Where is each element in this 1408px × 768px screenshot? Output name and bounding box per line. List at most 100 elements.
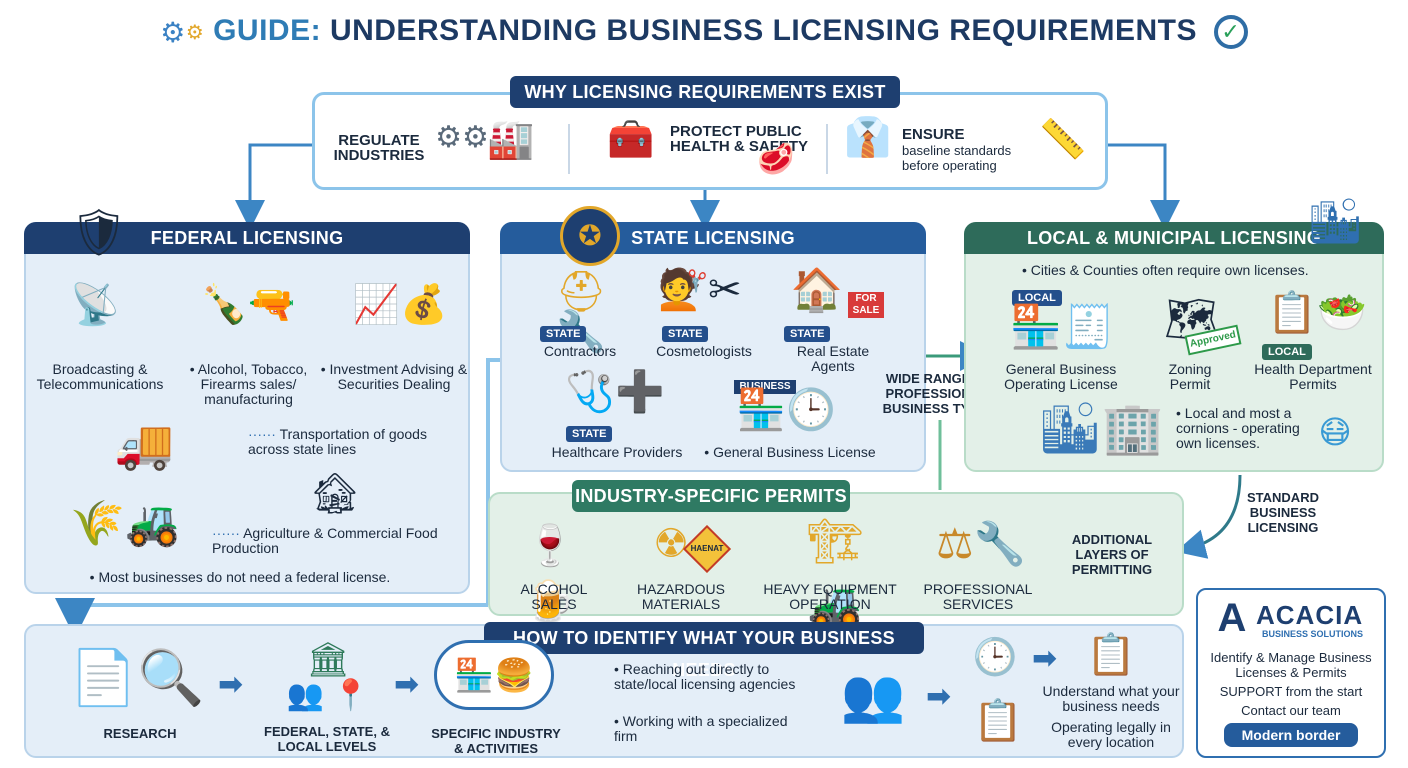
antenna-dish-icon: 📡 bbox=[70, 283, 120, 327]
arrow-right-icon: ➡ bbox=[926, 680, 952, 713]
crops-tractor-icon: 🌾🚜 bbox=[70, 499, 180, 548]
research-magnifier-icon: 📄🔍 bbox=[69, 648, 205, 708]
gear-icon: ⚙ bbox=[160, 16, 186, 48]
hazard-barrel-icon: ☢ bbox=[653, 522, 689, 566]
page-title: ⚙⚙ GUIDE: UNDERSTANDING BUSINESS LICENSI… bbox=[0, 14, 1408, 50]
businessman-icon: 👔 bbox=[844, 117, 892, 159]
cosmetologist-icon: 💇✂ bbox=[658, 268, 742, 312]
state-item-general-business: General Business License bbox=[700, 445, 880, 460]
brand-line-manage: Identify & Manage Business Licenses & Pe… bbox=[1210, 650, 1372, 680]
industry-item-professional: PROFESSIONAL SERVICES bbox=[923, 581, 1033, 612]
wine-beer-icon: 🍷🍺 bbox=[525, 524, 575, 624]
barn-icon: 🏚 bbox=[309, 472, 361, 516]
federal-item-atf: Alcohol, Tobacco, Firearms sales/ manufa… bbox=[176, 362, 321, 407]
identify-bullet-firm: Working with a specialized firm bbox=[614, 714, 804, 744]
city-skyline-icon: 🏙🏢 bbox=[1038, 400, 1164, 456]
local-heading: LOCAL & MUNICIPAL LICENSING bbox=[964, 222, 1384, 254]
federal-note: Most businesses do not need a federal li… bbox=[40, 570, 440, 585]
crane-bulldozer-icon: 🏗🚜 bbox=[807, 517, 863, 630]
identify-bullet-agencies: Reaching out directly to state/local lic… bbox=[614, 662, 804, 692]
brand-line-support: SUPPORT from the start bbox=[1219, 684, 1363, 699]
face-mask-icon: 😷 bbox=[1318, 414, 1352, 450]
federal-item-broadcasting: Broadcasting & Telecommunications bbox=[36, 361, 164, 392]
clock-icon: 🕒 bbox=[972, 636, 1018, 677]
step-levels: FEDERAL, STATE, & LOCAL LEVELS bbox=[264, 724, 390, 754]
identify-heading: HOW TO IDENTIFY WHAT YOUR BUSINESS NEEDS bbox=[484, 622, 924, 680]
growth-chart-icon: 📈💰 bbox=[352, 284, 448, 326]
brand-line-contact: Contact our team bbox=[1241, 703, 1341, 718]
local-badge: LOCAL bbox=[1262, 344, 1312, 360]
why-heading: WHY LICENSING REQUIREMENTS EXIST bbox=[510, 76, 900, 108]
federal-item-agriculture: ······ Agriculture & Commercial Food Pro… bbox=[212, 525, 438, 556]
state-badge: STATE bbox=[662, 326, 709, 342]
federal-item-transportation: ······ Transportation of goods across st… bbox=[248, 426, 427, 457]
federal-panel bbox=[24, 222, 470, 594]
outcome-understand: Understand what your business needs bbox=[1042, 683, 1180, 714]
local-note: Local and most a cornions - operating ow… bbox=[1176, 406, 1306, 451]
first-aid-kit-icon: 🧰 bbox=[607, 119, 655, 161]
local-intro: Cities & Counties often require own lice… bbox=[1022, 263, 1352, 278]
state-item-real-estate: Real Estate Agents bbox=[796, 343, 870, 374]
house-icon: 🏠 bbox=[790, 266, 844, 313]
team-icon: 👥 bbox=[840, 667, 906, 725]
local-item-health: Health Department Permits bbox=[1254, 361, 1372, 392]
industry-item-heavy-equipment: HEAVY EQUIPMENT OPERATION bbox=[763, 581, 897, 612]
levels-cycle-icon: 🏛 bbox=[306, 641, 350, 679]
shop-register-icon: 🏪🧾 bbox=[1009, 303, 1115, 350]
state-badge: STATE bbox=[566, 426, 613, 442]
arrow-right-icon: ➡ bbox=[1032, 642, 1058, 675]
levels-cycle-icon-2: 👥 📍 bbox=[286, 679, 370, 712]
industry-panel bbox=[488, 492, 1184, 616]
industry-heading: INDUSTRY-SPECIFIC PERMITS bbox=[572, 480, 850, 512]
industry-item-hazardous: HAZARDOUS MATERIALS bbox=[637, 581, 725, 612]
business-sign: BUSINESS bbox=[734, 380, 796, 394]
tape-measure-icon: 📏 bbox=[1039, 119, 1087, 161]
factory-icon: 🏭 bbox=[487, 119, 535, 161]
checklist-icon: 📋 bbox=[1086, 633, 1136, 677]
arrow-right-icon: ➡ bbox=[218, 668, 244, 701]
us-flag-shield-icon: 🛡 bbox=[69, 206, 129, 258]
brand-name: ACACIA bbox=[1256, 600, 1364, 630]
step-research: RESEARCH bbox=[103, 726, 177, 741]
gear-check-icon: ✓ bbox=[1213, 15, 1248, 50]
arrow-right-icon: ➡ bbox=[394, 668, 420, 701]
brand-tagline: BUSINESS SOLUTIONS bbox=[1262, 629, 1364, 639]
local-item-general: General Business Operating License bbox=[1004, 361, 1118, 392]
title-prefix: GUIDE: bbox=[213, 14, 322, 47]
why-protect-label: PROTECT PUBLIC HEALTH & SAFETY bbox=[670, 123, 809, 155]
state-badge: STATE bbox=[540, 326, 587, 342]
additional-layers-label: ADDITIONAL LAYERS OF PERMITTING bbox=[1071, 532, 1153, 577]
local-item-zoning: Zoning Permit bbox=[1168, 361, 1212, 392]
divider bbox=[826, 124, 828, 174]
federal-item-agriculture-text: Agriculture & Commercial Food Production bbox=[212, 525, 438, 556]
outcome-operating: Operating legally in every location bbox=[1051, 719, 1171, 750]
contact-button[interactable]: Modern border bbox=[1224, 723, 1358, 747]
state-item-contractors: Contractors bbox=[543, 343, 617, 359]
industry-cloud-icon: 🏪🍔 bbox=[434, 640, 554, 710]
why-ensure-sub: baseline standards before operating bbox=[902, 143, 1012, 173]
for-sale-sign: FOR SALE bbox=[848, 292, 884, 318]
why-regulate-label: REGULATE INDUSTRIES bbox=[333, 132, 425, 164]
acacia-logo-icon: A bbox=[1217, 596, 1247, 640]
federal-item-investment: Investment Advising & Securities Dealing bbox=[320, 362, 468, 392]
gear-icon: ⚙ bbox=[185, 21, 205, 44]
food-icon: 🥩 bbox=[757, 143, 795, 176]
step-industry: SPECIFIC INDUSTRY & ACTIVITIES bbox=[431, 726, 561, 756]
standard-licensing-label: STANDARD BUSINESS LICENSING bbox=[1247, 490, 1319, 535]
state-seal-icon: ✪ bbox=[560, 206, 620, 266]
state-item-healthcare: Healthcare Providers bbox=[551, 444, 683, 460]
local-badge: LOCAL bbox=[1012, 290, 1062, 306]
checklist-approved-icon: 📋 bbox=[973, 699, 1023, 743]
gears-icon: ⚙⚙ bbox=[435, 121, 489, 154]
state-item-cosmetologists: Cosmetologists bbox=[656, 343, 752, 359]
scales-icon: ⚖🔧 bbox=[936, 520, 1026, 567]
food-mask-icon: 📋🥗 bbox=[1267, 291, 1367, 335]
federal-item-transportation-text: Transportation of goods across state lin… bbox=[248, 426, 427, 457]
stethoscope-icon: 🩺➕ bbox=[565, 370, 665, 414]
truck-icon: 🚚 bbox=[114, 419, 174, 472]
federal-heading: FEDERAL LICENSING bbox=[24, 222, 470, 254]
industry-item-alcohol: ALCOHOL SALES bbox=[520, 581, 588, 612]
storefront-clock-icon: 🏪🕒 bbox=[736, 388, 836, 432]
city-buildings-icon: 🏙 bbox=[1307, 197, 1363, 246]
state-badge: STATE bbox=[784, 326, 831, 342]
